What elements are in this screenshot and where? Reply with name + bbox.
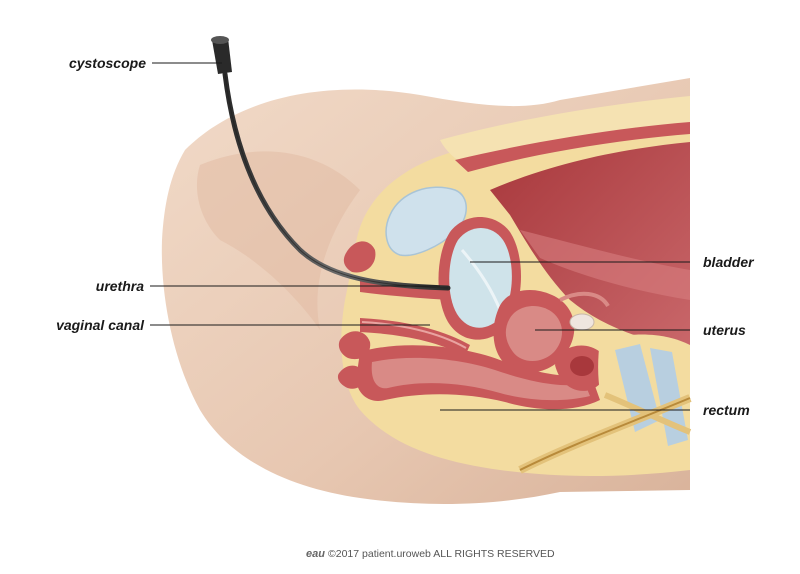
label-urethra: urethra xyxy=(96,278,144,294)
leader-lines xyxy=(150,62,690,411)
vaginal-canal xyxy=(360,318,470,356)
rectum xyxy=(356,345,607,410)
spine xyxy=(518,334,692,474)
label-cystoscope: cystoscope xyxy=(69,55,146,71)
label-uterus: uterus xyxy=(703,322,746,338)
cystoscope-instrument xyxy=(211,36,451,291)
label-vaginal-canal: vaginal canal xyxy=(56,317,145,333)
label-rectum: rectum xyxy=(703,402,750,418)
eau-logo: eau xyxy=(306,548,325,560)
abdominal-cavity xyxy=(490,142,690,350)
uterus xyxy=(493,290,610,373)
external-genitalia xyxy=(337,241,376,389)
label-bladder: bladder xyxy=(703,254,755,270)
footer-credit: eau ©2017 patient.uroweb ALL RIGHTS RESE… xyxy=(306,548,555,560)
copyright-text: ©2017 patient.uroweb ALL RIGHTS RESERVED xyxy=(328,548,555,560)
